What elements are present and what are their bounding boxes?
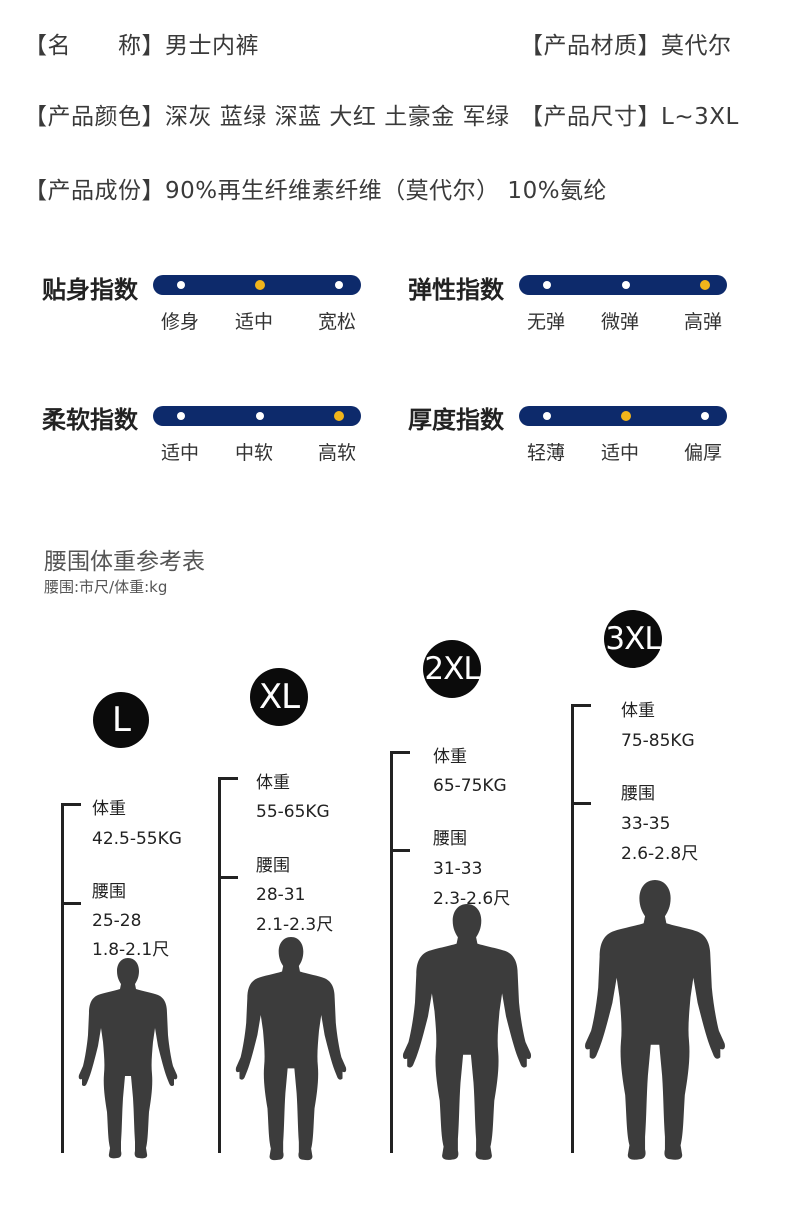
size-row: 【产品尺寸】L~3XL	[520, 97, 739, 131]
material-row: 【产品材质】莫代尔	[520, 26, 732, 60]
index-option: 中软	[234, 442, 273, 464]
size-label: 【产品尺寸】	[520, 104, 661, 130]
scale-tick-weight	[390, 751, 410, 754]
scale-tick-weight	[571, 704, 591, 707]
index-scale-bar	[153, 406, 361, 426]
index-option: 高弹	[683, 311, 722, 333]
index-dot	[543, 281, 551, 289]
name-value: 男士内裤	[165, 33, 259, 59]
waist-value: 25-28	[92, 911, 142, 931]
index-option: 轻薄	[526, 442, 565, 464]
index-dot-selected	[621, 411, 631, 421]
material-label: 【产品材质】	[520, 33, 661, 59]
index-dot	[622, 281, 630, 289]
scale-tick-waist	[571, 802, 591, 805]
index-scale-bar	[519, 275, 727, 295]
color-value: 深灰 蓝绿 深蓝 大红 土豪金 军绿	[165, 104, 510, 130]
index-dot	[335, 281, 343, 289]
waist-chi-value: 2.1-2.3尺	[256, 915, 334, 935]
body-silhouette-icon	[235, 937, 347, 1161]
size-badge: 2XL	[423, 640, 481, 698]
waist-label: 腰围	[433, 829, 467, 849]
scale-line	[571, 704, 574, 1153]
index-option: 微弹	[600, 311, 639, 333]
index-dot	[543, 412, 551, 420]
waist-chi-value: 2.3-2.6尺	[433, 889, 511, 909]
weight-label: 体重	[92, 799, 126, 819]
weight-value: 75-85KG	[621, 731, 695, 751]
reference-unit: 腰围:市尺/体重:kg	[44, 578, 168, 596]
weight-label: 体重	[256, 773, 290, 793]
index-dot	[177, 281, 185, 289]
scale-tick-waist	[390, 849, 410, 852]
index-dot-selected	[700, 280, 710, 290]
index-dot-selected	[334, 411, 344, 421]
name-label: 【名 称】	[24, 33, 165, 59]
index-scale-bar	[153, 275, 361, 295]
waist-value: 28-31	[256, 885, 306, 905]
body-silhouette-icon	[585, 880, 725, 1160]
index-label: 贴身指数	[42, 276, 138, 304]
index-scale-bar	[519, 406, 727, 426]
waist-label: 腰围	[256, 856, 290, 876]
index-option: 高软	[317, 442, 356, 464]
weight-label: 体重	[621, 701, 655, 721]
index-dot	[177, 412, 185, 420]
index-dot-selected	[255, 280, 265, 290]
color-label: 【产品颜色】	[24, 104, 165, 130]
index-option: 偏厚	[683, 442, 722, 464]
waist-value: 33-35	[621, 814, 671, 834]
index-label: 柔软指数	[42, 406, 138, 434]
waist-label: 腰围	[92, 882, 126, 902]
size-badge: 3XL	[604, 610, 662, 668]
scale-tick-weight	[61, 803, 81, 806]
scale-tick-waist	[218, 876, 238, 879]
composition-label: 【产品成份】	[24, 178, 165, 204]
waist-chi-value: 1.8-2.1尺	[92, 940, 170, 960]
index-label: 厚度指数	[408, 406, 504, 434]
scale-line	[218, 777, 221, 1153]
material-value: 莫代尔	[661, 33, 732, 59]
index-dot	[256, 412, 264, 420]
scale-line	[390, 751, 393, 1153]
reference-title: 腰围体重参考表	[44, 549, 205, 575]
weight-value: 55-65KG	[256, 802, 330, 822]
name-row: 【名 称】男士内裤	[24, 26, 259, 60]
waist-value: 31-33	[433, 859, 483, 879]
scale-tick-waist	[61, 902, 81, 905]
size-badge: L	[93, 692, 149, 748]
waist-chi-value: 2.6-2.8尺	[621, 844, 699, 864]
weight-value: 42.5-55KG	[92, 829, 182, 849]
index-option: 适中	[160, 442, 199, 464]
waist-label: 腰围	[621, 784, 655, 804]
index-label: 弹性指数	[408, 276, 504, 304]
scale-line	[61, 803, 64, 1153]
scale-tick-weight	[218, 777, 238, 780]
index-option: 修身	[160, 311, 199, 333]
index-dot	[701, 412, 709, 420]
weight-label: 体重	[433, 747, 467, 767]
weight-value: 65-75KG	[433, 776, 507, 796]
composition-row: 【产品成份】90%再生纤维素纤维（莫代尔） 10%氨纶	[24, 171, 607, 205]
body-silhouette-icon	[78, 958, 178, 1159]
composition-value: 90%再生纤维素纤维（莫代尔） 10%氨纶	[165, 178, 608, 204]
body-silhouette-icon	[402, 904, 532, 1160]
size-value: L~3XL	[661, 104, 739, 130]
size-badge: XL	[250, 668, 308, 726]
index-option: 宽松	[317, 311, 356, 333]
index-option: 适中	[600, 442, 639, 464]
index-option: 无弹	[526, 311, 565, 333]
index-option: 适中	[234, 311, 273, 333]
color-row: 【产品颜色】深灰 蓝绿 深蓝 大红 土豪金 军绿	[24, 97, 510, 131]
